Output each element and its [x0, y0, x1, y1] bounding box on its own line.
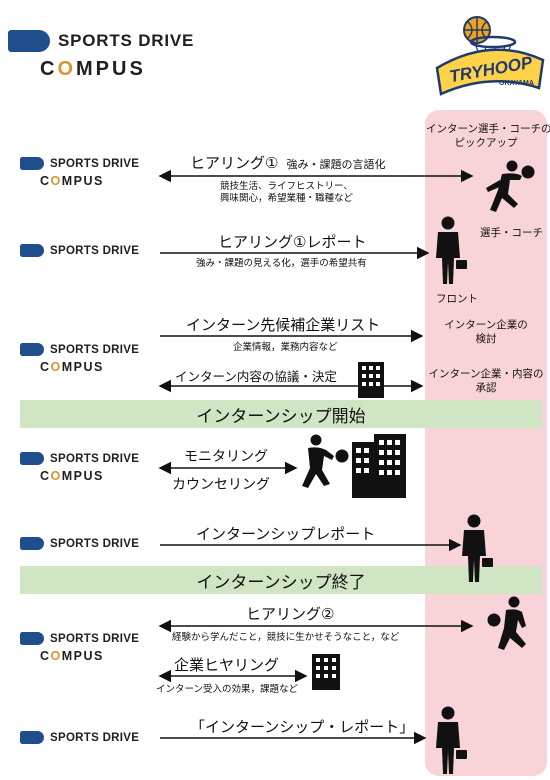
- businessman-icon: [436, 706, 467, 774]
- row-logo-compus: SPORTS DRIVE COMPUS: [20, 343, 139, 374]
- basketball-player-icon: [487, 596, 526, 650]
- tryhoop-logo: TRYHOOP OKAYAMA: [435, 8, 545, 96]
- sports-drive-mark-icon: [20, 632, 44, 645]
- sports-drive-compus-header-logo: SPORTS DRIVE COMPUS: [8, 30, 194, 81]
- businessman-icon: [462, 514, 493, 582]
- compus-wordmark: COMPUS: [40, 58, 146, 80]
- row-logo-compus: SPORTS DRIVE COMPUS: [20, 157, 139, 188]
- list-label: インターン先候補企業リスト: [186, 316, 381, 334]
- company-label: 企業ヒヤリング: [174, 656, 280, 674]
- report-label: インターンシップレポート: [196, 525, 376, 543]
- review-text: インターン企業の検討: [444, 319, 528, 346]
- sports-drive-mark-icon: [20, 537, 44, 550]
- row-logo-compus: SPORTS DRIVE COMPUS: [20, 452, 139, 483]
- band-internship-end: インターンシップ終了: [20, 566, 542, 594]
- pickup-text: インターン選手・コーチのピックアップ: [426, 123, 550, 150]
- players-coach-label: 選手・コーチ: [480, 227, 543, 239]
- hearing1-detail: 競技生活、ライフヒストリー、興味関心，希望業種・職種など: [220, 181, 354, 205]
- tryhoop-emblem-icon: [435, 16, 545, 96]
- basketball-player-icon: [486, 160, 535, 212]
- hearing2-label: ヒアリング②: [246, 605, 335, 623]
- counsel-label: カウンセリング: [172, 477, 270, 493]
- building-icon: [358, 362, 384, 398]
- band-internship-start: インターンシップ開始: [20, 400, 542, 428]
- report1-label: ヒアリング①レポート: [218, 233, 367, 251]
- hearing2-detail: 経験から学んだこと，競技に生かせそうなこと，など: [172, 632, 400, 643]
- sports-drive-mark-icon: [20, 244, 44, 257]
- row-logo-sports-drive: SPORTS DRIVE: [20, 731, 139, 744]
- building-icon: [352, 434, 406, 498]
- approve-text: インターン企業・内容の承認: [428, 368, 544, 395]
- report1-detail: 強み・課題の見える化，選手の希望共有: [196, 258, 367, 269]
- company-detail: インターン受入の効果，課題など: [156, 684, 299, 695]
- row-logo-sports-drive: SPORTS DRIVE: [20, 244, 139, 257]
- basketball-player-icon: [302, 434, 349, 488]
- list-detail: 企業情報，業務内容など: [233, 342, 338, 353]
- monitor-label: モニタリング: [184, 449, 268, 465]
- sports-drive-mark-icon: [20, 452, 44, 465]
- final-label: 「インターンシップ・レポート」: [190, 718, 415, 736]
- decide-label: インターン内容の協議・決定: [175, 369, 337, 384]
- building-icon: [312, 654, 340, 690]
- row-logo-sports-drive: SPORTS DRIVE: [20, 537, 139, 550]
- sports-drive-mark-icon: [20, 343, 44, 356]
- front-label: フロント: [436, 293, 478, 305]
- sports-drive-mark-icon: [20, 157, 44, 170]
- sports-drive-mark-icon: [20, 731, 44, 744]
- sports-drive-mark-icon: [8, 30, 50, 52]
- businessman-icon: [436, 216, 467, 284]
- row-logo-compus: SPORTS DRIVE COMPUS: [20, 632, 139, 663]
